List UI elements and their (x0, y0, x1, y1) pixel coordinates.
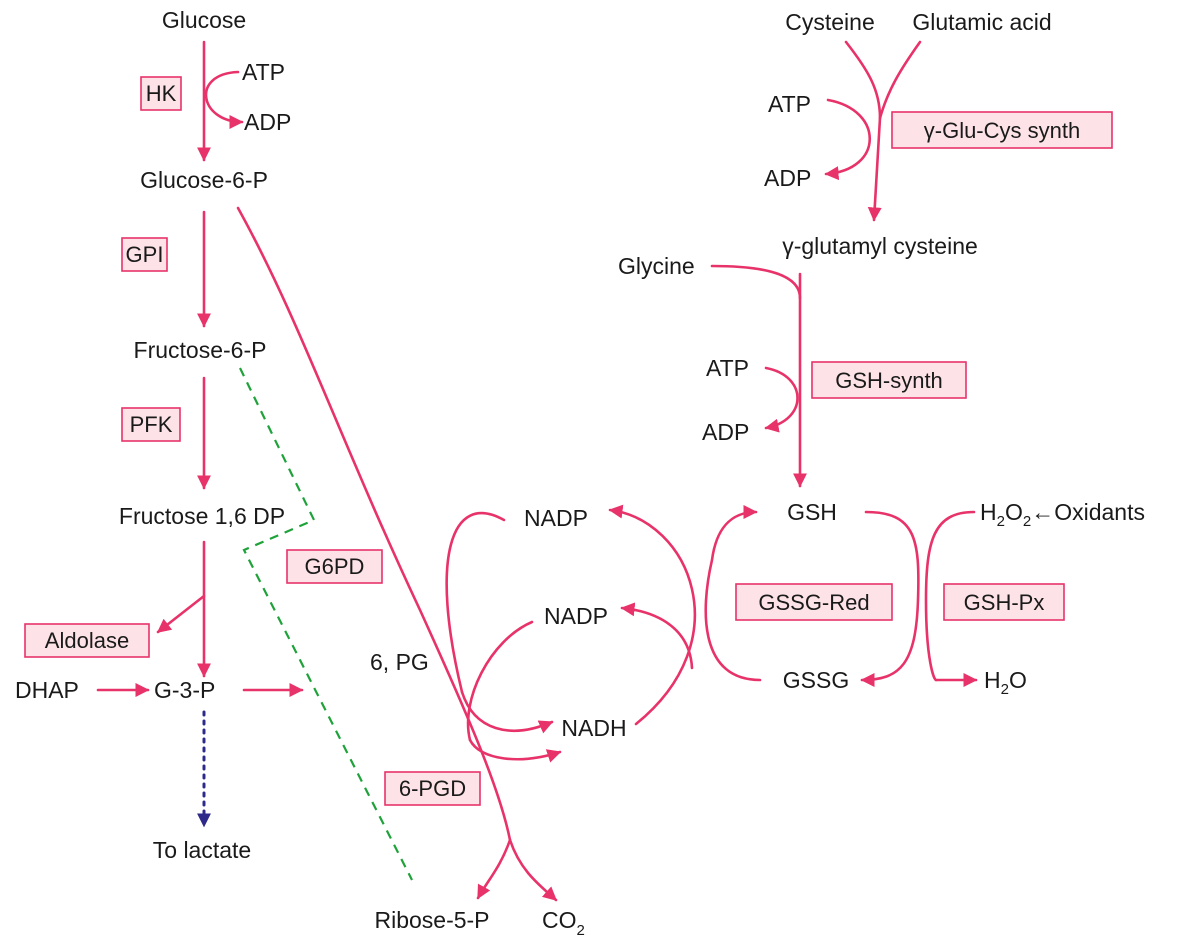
hk-atp-label: ATP (242, 59, 285, 85)
gsh-adp-label: ADP (702, 419, 749, 445)
gssg-label: GSSG (783, 667, 849, 693)
co2-label: CO2 (542, 907, 585, 939)
gsh-synth-label: GSH-synth (835, 368, 943, 393)
nadp1-label: NADP (524, 505, 588, 531)
glutamic-acid-line (878, 40, 922, 120)
hk-adp-label: ADP (244, 109, 291, 135)
hk-atp-adp-arrow (204, 70, 244, 129)
h2o-sub: 2 (1001, 681, 1009, 698)
glu-cys-synth-box (891, 111, 1113, 149)
cysteine-line (844, 40, 882, 120)
to-nadh-arrow-2 (468, 738, 562, 763)
cysteine-label: Cysteine (785, 9, 874, 35)
aldolase-branch-arrow (156, 594, 206, 634)
hk-box (140, 76, 182, 111)
gsh-px-box (943, 583, 1065, 621)
g6p-to-ribose-line (236, 206, 512, 842)
nadh-to-nadp1-arrow (608, 504, 697, 726)
g6p-label: Glucose-6-P (140, 167, 268, 193)
h2o-o: O (1009, 667, 1027, 693)
glycine-line (710, 264, 802, 300)
gsh-atp-adp-arrow (764, 366, 799, 433)
nadp2-label: NADP (544, 603, 608, 629)
to-gamma-glutamyl-arrow (867, 116, 882, 222)
h2o2-sub2: 2 (1023, 513, 1031, 530)
h2o2-o: O (1005, 499, 1023, 525)
f16dp-label: Fructose 1,6 DP (119, 503, 285, 529)
hk-label: HK (146, 81, 177, 106)
glu-atp-adp-arrow (824, 98, 872, 181)
ribose5p-label: Ribose-5-P (374, 907, 489, 933)
h2o-label: H2O (984, 667, 1027, 698)
g3p-label: G-3-P (154, 677, 215, 703)
h2o2-oxidants-label: H2O2←Oxidants (980, 499, 1145, 530)
nadp2-cycle-left (466, 620, 534, 742)
h2o2-h: H (980, 499, 997, 525)
pgd6-box (384, 771, 481, 806)
aldolase-label: Aldolase (45, 628, 129, 653)
glu-cys-synth-label: γ-Glu-Cys synth (924, 118, 1080, 143)
gsh-px-label: GSH-Px (964, 590, 1045, 615)
h2o2-sub1: 2 (997, 513, 1005, 530)
gsh-atp-label: ATP (706, 355, 749, 381)
to-co2-arrow (508, 838, 558, 902)
nadp1-cycle-left (445, 511, 506, 694)
co2-main: CO (542, 907, 577, 933)
h2o2-oxidants: ←Oxidants (1031, 499, 1145, 525)
g6pd-box (286, 549, 383, 584)
gssg-red-label: GSSG-Red (758, 590, 869, 615)
gpi-label: GPI (126, 242, 164, 267)
glu-adp-label: ADP (764, 165, 811, 191)
gsh-label: GSH (787, 499, 837, 525)
aldolase-box (24, 623, 150, 658)
f6p-label: Fructose-6-P (134, 337, 267, 363)
g6pd-label: G6PD (305, 554, 365, 579)
nadh-label: NADH (561, 715, 626, 741)
pfk-box (121, 407, 181, 442)
gsh-to-gssg-arrow (860, 510, 920, 687)
glucose-label: Glucose (162, 7, 246, 33)
pgd6-label: 6-PGD (399, 776, 466, 801)
h2o-h: H (984, 667, 1001, 693)
pentose-dashed-line (239, 367, 413, 881)
gpi-box (121, 237, 168, 272)
glutamic-acid-label: Glutamic acid (912, 9, 1051, 35)
to-lactate-label: To lactate (153, 837, 251, 863)
to-nadh-arrow-1 (460, 690, 554, 734)
gssg-to-gsh-arrow (704, 505, 762, 682)
to-ribose-arrow (476, 838, 512, 900)
co2-subscript: 2 (577, 922, 585, 939)
gsh-synth-box (811, 361, 967, 399)
pfk-label: PFK (130, 412, 173, 437)
gamma-glutamyl-cysteine-label: γ-glutamyl cysteine (782, 233, 978, 259)
glycine-label: Glycine (618, 253, 695, 279)
h2o2-line (924, 510, 976, 682)
pg6-label: 6, PG (370, 649, 429, 675)
dhap-label: DHAP (15, 677, 79, 703)
to-nadp2-arrow (620, 602, 694, 670)
gssg-red-box (735, 583, 893, 621)
glu-atp-label: ATP (768, 91, 811, 117)
